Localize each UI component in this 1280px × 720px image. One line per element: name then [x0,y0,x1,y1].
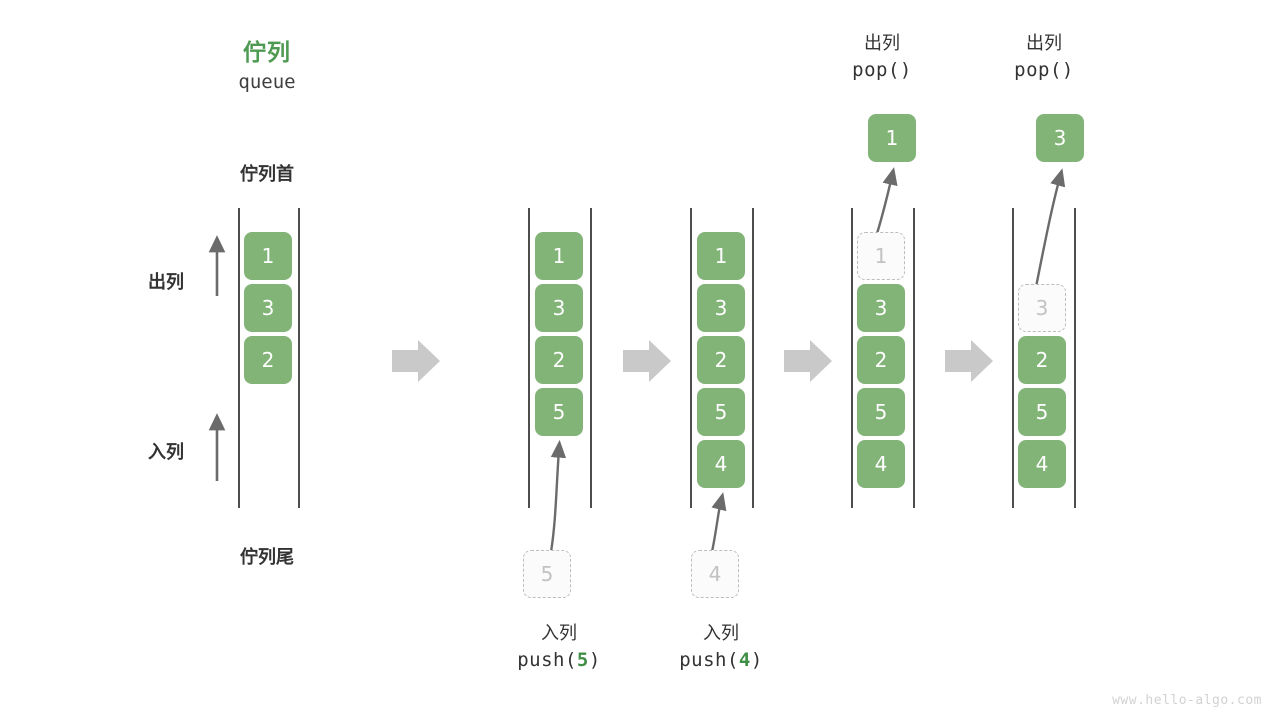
rail-right-col4 [913,208,915,508]
page-title-en: queue [238,71,296,93]
queue-cell: 2 [244,336,292,384]
push-5-caption: 入列 push(5) [479,620,639,674]
queue-cell: 1 [535,232,583,280]
push-5-fn-close: ) [588,649,601,671]
push-4-fn: push( [679,649,739,671]
rail-left-col3 [690,208,692,508]
push-4-arg: 4 [738,649,751,671]
queue-cell: 1 [244,232,292,280]
queue-cell-ghost: 1 [857,232,905,280]
popped-cell: 3 [1036,114,1084,162]
queue-cell: 3 [857,284,905,332]
queue-cell: 1 [697,232,745,280]
step-arrow-1 [392,340,440,382]
queue-head-label: 佇列首 [240,164,294,184]
rail-left-col2 [528,208,530,508]
pop-1-motion-arrow [873,167,898,241]
queue-cell: 2 [1018,336,1066,384]
rail-right-col3 [752,208,754,508]
rail-left-col5 [1012,208,1014,508]
pop-3-caption: 出列 pop() [964,30,1124,84]
rail-right-col1 [298,208,300,508]
rail-left-col1 [238,208,240,508]
step-arrow-3 [784,340,832,382]
enqueue-label: 入列 [148,442,184,462]
push-4-caption-code: push(4) [641,646,801,674]
push-4-caption-cn: 入列 [703,623,739,643]
queue-cell: 2 [857,336,905,384]
queue-cell: 5 [857,388,905,436]
queue-tail-label: 佇列尾 [240,547,294,567]
queue-cell: 4 [697,440,745,488]
pop-3-caption-cn: 出列 [1026,33,1062,53]
queue-cell: 5 [1018,388,1066,436]
queue-cell: 3 [697,284,745,332]
incoming-cell-ghost: 4 [691,550,739,598]
push-4-motion-arrow [710,492,727,553]
push-5-fn: push( [517,649,577,671]
rail-left-col4 [851,208,853,508]
step-arrow-2 [623,340,671,382]
push-4-fn-close: ) [750,649,763,671]
step-arrow-4 [945,340,993,382]
queue-cell: 2 [697,336,745,384]
queue-cell: 2 [535,336,583,384]
pop-1-caption: 出列 pop() [802,30,962,84]
incoming-cell-ghost: 5 [523,550,571,598]
queue-cell: 4 [1018,440,1066,488]
push-5-caption-code: push(5) [479,646,639,674]
queue-cell: 4 [857,440,905,488]
pop-3-caption-code: pop() [1014,59,1074,81]
queue-cell: 3 [244,284,292,332]
page-title-cn: 佇列 [243,39,291,65]
rail-right-col5 [1074,208,1076,508]
pop-1-caption-cn: 出列 [864,33,900,53]
popped-cell: 1 [868,114,916,162]
queue-cell: 5 [697,388,745,436]
push-5-motion-arrow [549,439,567,553]
push-5-arg: 5 [576,649,589,671]
rail-right-col2 [590,208,592,508]
push-5-caption-cn: 入列 [541,623,577,643]
queue-cell-ghost: 3 [1018,284,1066,332]
push-4-caption: 入列 push(4) [641,620,801,674]
queue-cell: 3 [535,284,583,332]
pop-1-caption-code: pop() [852,59,912,81]
dequeue-label: 出列 [148,272,184,292]
queue-cell: 5 [535,388,583,436]
site-watermark: www.hello-algo.com [1112,693,1262,708]
pop-3-motion-arrow [1033,168,1066,293]
